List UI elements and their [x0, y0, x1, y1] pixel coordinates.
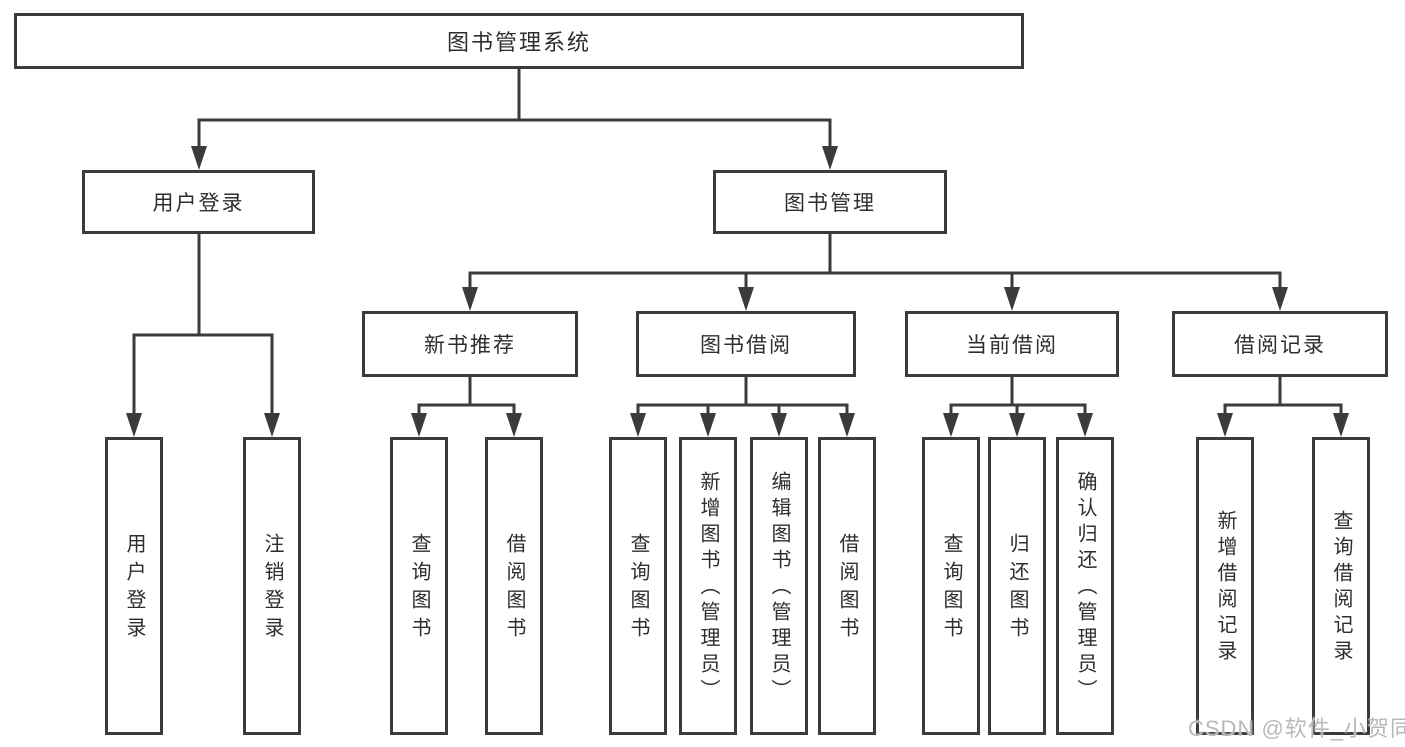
node-borrow-books-recommend: 借阅图书: [485, 437, 543, 735]
arrowhead-icon: [1009, 413, 1025, 437]
node-edit-books-admin: 编辑图书（管理员）: [750, 437, 808, 735]
arrowhead-icon: [506, 413, 522, 437]
arrowhead-icon: [771, 413, 787, 437]
arrowhead-icon: [630, 413, 646, 437]
node-query-books-recommend: 查询图书: [390, 437, 448, 735]
node-book-borrowing: 图书借阅: [636, 311, 856, 377]
node-logout: 注销登录: [243, 437, 301, 735]
node-new-book-recommendation: 新书推荐: [362, 311, 578, 377]
arrowhead-icon: [1217, 413, 1233, 437]
watermark-text: CSDN @软件_小贺同学: [1188, 716, 1405, 741]
arrowhead-icon: [264, 413, 280, 437]
node-return-books: 归还图书: [988, 437, 1046, 735]
node-user-login: 用户登录: [82, 170, 315, 234]
arrowhead-icon: [1077, 413, 1093, 437]
arrowhead-icon: [1004, 287, 1020, 311]
node-library-management-system: 图书管理系统: [14, 13, 1024, 69]
node-add-books-admin: 新增图书（管理员）: [679, 437, 737, 735]
node-query-borrow-record: 查询借阅记录: [1312, 437, 1370, 735]
node-borrow-books-leaf: 借阅图书: [818, 437, 876, 735]
node-query-books-borrowing: 查询图书: [609, 437, 667, 735]
arrowhead-icon: [839, 413, 855, 437]
arrowhead-icon: [738, 287, 754, 311]
arrowhead-icon: [462, 287, 478, 311]
node-current-borrowing: 当前借阅: [905, 311, 1119, 377]
arrowhead-icon: [411, 413, 427, 437]
arrowhead-icon: [1333, 413, 1349, 437]
node-book-management: 图书管理: [713, 170, 947, 234]
node-query-books-current: 查询图书: [922, 437, 980, 735]
arrowhead-icon: [191, 146, 207, 170]
arrowhead-icon: [822, 146, 838, 170]
node-confirm-return-admin: 确认归还（管理员）: [1056, 437, 1114, 735]
arrowhead-icon: [126, 413, 142, 437]
arrowhead-icon: [943, 413, 959, 437]
arrowhead-icon: [700, 413, 716, 437]
arrowhead-icon: [1272, 287, 1288, 311]
node-borrowing-records: 借阅记录: [1172, 311, 1388, 377]
node-user-login-leaf: 用户登录: [105, 437, 163, 735]
node-add-borrow-record: 新增借阅记录: [1196, 437, 1254, 735]
